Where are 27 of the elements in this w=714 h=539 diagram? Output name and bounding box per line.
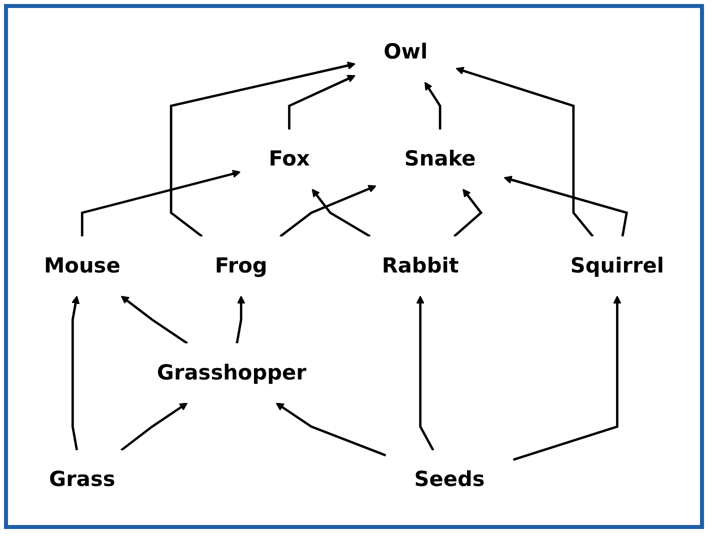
arrow [453, 189, 483, 238]
node-text: Owl [384, 40, 428, 64]
node-text: Mouse [44, 254, 120, 278]
node-text: Frog [214, 254, 268, 278]
arrow [504, 176, 628, 237]
arrow [120, 296, 188, 345]
node-text: Fox [268, 148, 310, 172]
arrow [456, 67, 594, 238]
diagram-frame: Owl Fox Frog Snake Mouse Rabbit Squirrel Grasshopper Grass Seeds [4, 4, 704, 529]
arrow [71, 296, 80, 451]
node-text: Rabbit [382, 254, 459, 278]
arrow [512, 296, 622, 462]
arrow [424, 82, 442, 130]
arrow [312, 189, 371, 238]
arrow [120, 402, 188, 452]
arrow [80, 170, 241, 237]
arrow [280, 185, 376, 238]
arrow [236, 296, 246, 344]
arrow [276, 402, 386, 457]
arrow [416, 296, 434, 452]
arrow [288, 75, 356, 130]
node-text: Snake [404, 148, 476, 172]
node-text: Grass [49, 468, 116, 492]
node-text: Grasshopper [156, 362, 306, 386]
node-text: Seeds [414, 468, 485, 492]
arrow [170, 62, 356, 238]
node-text: Squirrel [570, 254, 664, 278]
